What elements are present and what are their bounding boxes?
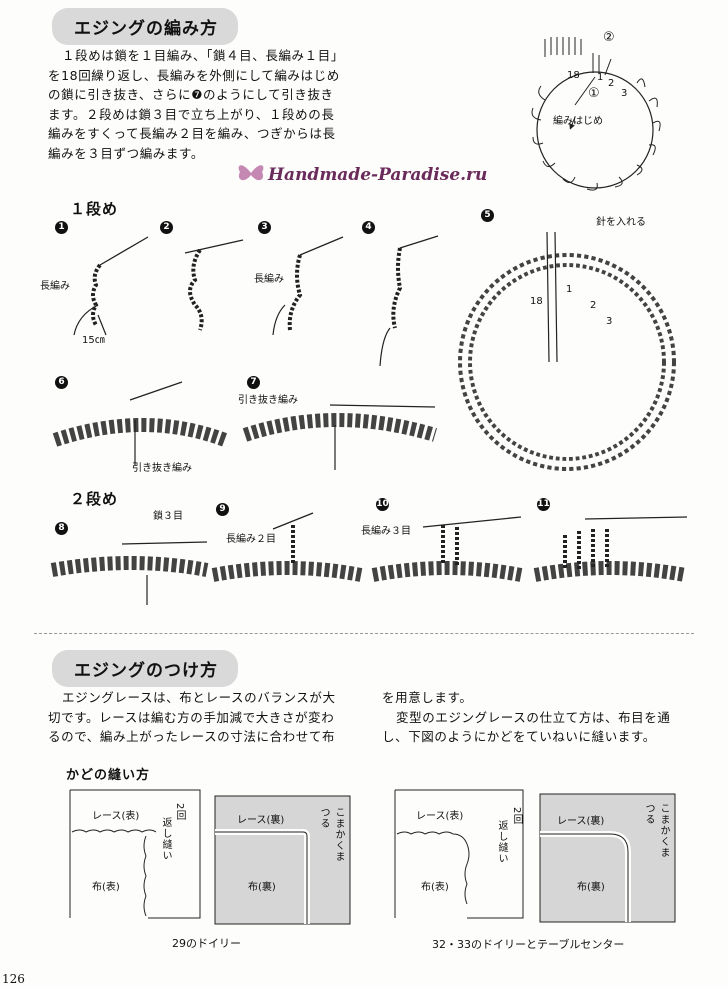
step-10-badge: 10 bbox=[376, 498, 389, 511]
step-4-illustration bbox=[379, 235, 439, 367]
step-5-insert-hook-label: 針を入れる bbox=[596, 217, 646, 228]
step-5-number-3: 3 bbox=[606, 316, 613, 327]
attachment-col2-line-3: し、下図のようにかどをていねいに縫います。 bbox=[382, 729, 656, 744]
fig-b-fabric-back-label: 布(裏) bbox=[577, 882, 605, 893]
step-9-illustration bbox=[211, 512, 363, 582]
fig-b-caption: 32・33のドイリーとテーブルセンター bbox=[432, 938, 625, 951]
fig-a-two-times-label: 2回 bbox=[174, 803, 185, 822]
step-7-illustration bbox=[242, 404, 438, 470]
fig-a-caption: 29のドイリー bbox=[172, 937, 241, 950]
step-5-number-1: 1 bbox=[566, 284, 573, 295]
step-1-badge: 1 bbox=[55, 221, 68, 234]
instructions-line-5: 編みをすくって長編み２目を編み、つぎからは長 bbox=[48, 126, 336, 141]
step-5-ring-illustration bbox=[458, 231, 676, 471]
instructions-line-3: の鎖に引き抜き、さらに❼のようにして引き抜き bbox=[48, 87, 334, 102]
attachment-col1-line-3: るので、編み上がったレースの寸法に合わせて布 bbox=[48, 729, 336, 744]
fig-b-fabric-front-label: 布(表) bbox=[421, 882, 449, 893]
step-3-badge: 3 bbox=[258, 221, 271, 234]
page-number: 126 bbox=[2, 972, 25, 986]
step-11-illustration bbox=[533, 516, 688, 582]
step-8-chain3-label: 鎖３目 bbox=[153, 511, 183, 522]
fig-a-lace-back-label: レース(裏) bbox=[237, 815, 285, 826]
attachment-col1-line-1: エジングレースは、布とレースのバランスが大 bbox=[62, 690, 336, 705]
attachment-col1-line-2: 切です。レースは編む方の手加減で大きさが変わ bbox=[48, 709, 335, 725]
fig-b-whipstitch-label: こまかくまつる bbox=[643, 803, 669, 858]
attachment-col1: エジングレースは、布とレースのバランスが大 切です。レースは編む方の手加減で大き… bbox=[48, 688, 368, 747]
step-11-badge: 11 bbox=[537, 498, 550, 511]
round1-title: １段め bbox=[70, 200, 119, 218]
ring-number-18: 18 bbox=[567, 70, 580, 81]
edging-ring-chart bbox=[531, 37, 661, 191]
ring-marker-1: ① bbox=[588, 86, 600, 101]
attachment-col2: を用意します。 変型のエジングレースの仕立て方は、布目を通 し、下図のようにかど… bbox=[382, 688, 682, 747]
step-6-badge: 6 bbox=[55, 376, 68, 389]
step-8-badge: 8 bbox=[55, 522, 68, 535]
fig-a-whipstitch-label: こまかくまつる bbox=[318, 807, 344, 862]
corner-sewing-subheading: かどの縫い方 bbox=[66, 768, 151, 783]
fig-b-front-panel bbox=[394, 789, 524, 919]
step-10-dc3-label: 長編み３目 bbox=[361, 526, 411, 537]
fig-b-back-panel bbox=[539, 793, 676, 923]
step-5-number-2: 2 bbox=[590, 300, 597, 311]
step-7-badge: 7 bbox=[247, 376, 260, 389]
ring-number-3: 3 bbox=[621, 88, 628, 99]
step-10-illustration bbox=[371, 516, 523, 582]
round2-title: ２段め bbox=[70, 490, 119, 508]
watermark-butterfly-icon bbox=[238, 165, 264, 181]
step-3-dc-label: 長編み bbox=[254, 274, 284, 285]
step-1-dc-label: 長編み bbox=[40, 281, 70, 292]
fig-a-front-panel bbox=[69, 789, 201, 919]
step-2-badge: 2 bbox=[160, 221, 173, 234]
step-4-badge: 4 bbox=[362, 221, 375, 234]
instructions-line-6: 編みを３目ずつ編みます。 bbox=[48, 145, 204, 161]
attachment-col2-line-1: を用意します。 bbox=[382, 690, 473, 705]
instructions-paragraph: １段めは鎖を１目編み、「鎖４目、長編み１目」 を18回繰り返し、長編みを外側にし… bbox=[48, 46, 378, 163]
step-9-dc2-label: 長編み２目 bbox=[226, 534, 276, 545]
step-6-illustration bbox=[52, 381, 228, 465]
fig-b-lace-back-label: レース(裏) bbox=[557, 816, 605, 827]
fig-a-backstitch-label: 返し縫い bbox=[160, 817, 171, 861]
step-3-illustration bbox=[272, 236, 344, 336]
step-8-illustration bbox=[50, 541, 209, 605]
step-9-badge: 9 bbox=[216, 503, 229, 516]
fig-b-backstitch-label: 返し縫い bbox=[496, 820, 507, 864]
attachment-col2-line-2: 変型のエジングレースの仕立て方は、布目を通 bbox=[396, 709, 671, 725]
step-2-illustration bbox=[184, 239, 244, 331]
step-7-slip-stitch-label: 引き抜き編み bbox=[238, 395, 298, 406]
step-5-badge: 5 bbox=[481, 209, 494, 222]
watermark-text: Handmade-Paradise.ru bbox=[268, 165, 488, 185]
fig-b-two-times-label: 2回 bbox=[511, 807, 522, 826]
fig-a-fabric-front-label: 布(表) bbox=[92, 882, 120, 893]
fig-a-lace-front-label: レース(表) bbox=[92, 811, 140, 822]
fig-a-back-panel bbox=[214, 795, 351, 925]
ring-start-label: 編みはじめ bbox=[553, 116, 603, 127]
step-1-illustration bbox=[73, 236, 149, 336]
ring-number-1: 1 bbox=[597, 72, 604, 83]
step-6-slip-stitch-label: 引き抜き編み bbox=[132, 463, 192, 474]
instructions-line-4: ます。２段めは鎖３目で立ち上がり、１段めの長 bbox=[48, 106, 335, 122]
section-heading-edging-method: エジングの編み方 bbox=[52, 8, 238, 45]
instructions-line-2: を18回繰り返し、長編みを外側にして編みはじめ bbox=[48, 67, 340, 83]
fig-b-lace-front-label: レース(表) bbox=[416, 811, 464, 822]
ring-number-2: 2 bbox=[608, 78, 615, 89]
step-1-length-label: 15㎝ bbox=[82, 335, 105, 346]
instructions-line-1: １段めは鎖を１目編み、「鎖４目、長編み１目」 bbox=[62, 48, 344, 63]
ring-marker-2: ② bbox=[603, 30, 615, 45]
step-5-number-18: 18 bbox=[530, 296, 543, 307]
section-divider bbox=[34, 633, 694, 634]
fig-a-fabric-back-label: 布(裏) bbox=[248, 882, 276, 893]
section-heading-attachment: エジングのつけ方 bbox=[52, 650, 238, 687]
